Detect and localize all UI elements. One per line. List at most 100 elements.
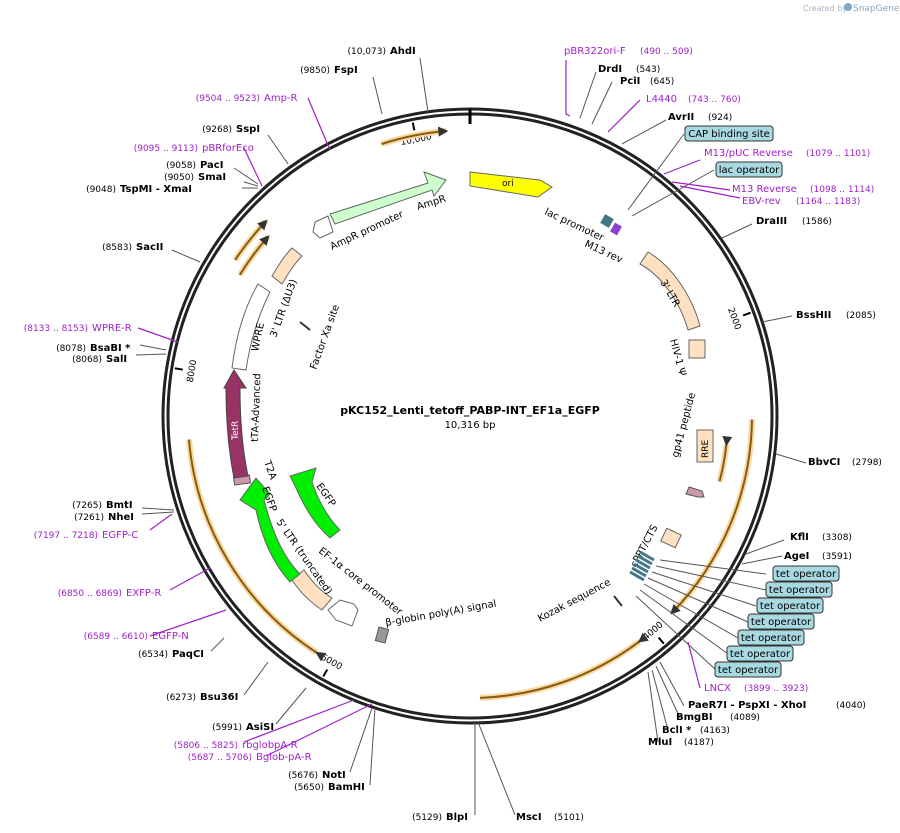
cppt-label: cPPT/CTS: [629, 523, 661, 569]
enzyme-name[interactable]: MscI: [516, 812, 542, 823]
enzyme-name[interactable]: PacI: [200, 160, 223, 171]
enzyme-name[interactable]: AhdI: [390, 46, 416, 57]
enzyme-pos: (4187): [684, 738, 714, 748]
enzyme-pos: (4089): [730, 713, 760, 723]
enzyme-name[interactable]: TspMI - XmaI: [120, 184, 192, 195]
beta-globin-polya-label: β-globin poly(A) signal: [385, 599, 498, 629]
enzyme-name[interactable]: AgeI: [784, 551, 809, 562]
enzyme-name[interactable]: BssHII: [796, 310, 831, 321]
t2a-label: T2A: [261, 458, 278, 481]
enzyme-name[interactable]: FspI: [334, 65, 358, 76]
ef1a-promoter-feature[interactable]: [327, 599, 359, 627]
orf-halo: [479, 639, 642, 701]
primer-name[interactable]: EXFP-R: [126, 588, 161, 599]
enzyme-name[interactable]: AvrII: [668, 112, 694, 123]
tta-label: tTA-Advanced: [250, 373, 263, 442]
enzyme-name[interactable]: NotI: [322, 770, 346, 781]
enzyme-name[interactable]: SspI: [236, 124, 260, 135]
enzyme-pos: (9850): [300, 66, 330, 76]
primer-name[interactable]: M13 Reverse: [732, 184, 797, 195]
ori-label: ori: [502, 179, 514, 189]
primer-range: (5687 .. 5706): [188, 753, 252, 763]
lac-operator-mark: [600, 214, 614, 228]
enzyme-name[interactable]: SmaI: [198, 172, 226, 183]
primer-name[interactable]: L4440: [646, 94, 677, 105]
enzyme-name[interactable]: BmgBI: [676, 712, 713, 723]
primer-name[interactable]: LNCX: [704, 683, 731, 694]
enzyme-name[interactable]: SalI: [106, 354, 127, 365]
tick-mark: [657, 636, 665, 645]
wpre-feature[interactable]: [231, 283, 271, 371]
plasmid-name: pKC152_Lenti_tetoff_PABP-INT_EF1a_EGFP: [340, 404, 600, 417]
orf-arc[interactable]: [234, 219, 268, 261]
primer-name[interactable]: EGFP-N: [152, 631, 189, 642]
3-ltr-feature[interactable]: [639, 251, 701, 331]
tet-operator-label[interactable]: tet operator: [769, 585, 830, 596]
egfp-feature-inner[interactable]: [289, 467, 341, 539]
beta-globin-polya-feature[interactable]: [374, 626, 390, 644]
primer-name[interactable]: WPRE-R: [92, 323, 132, 334]
rre-feature[interactable]: [696, 429, 714, 463]
enzyme-name[interactable]: AsiSI: [246, 722, 274, 733]
enzyme-name[interactable]: NheI: [108, 512, 134, 523]
m13-rev-mark: [610, 222, 622, 236]
tet-operator-label[interactable]: tet operator: [718, 665, 779, 676]
tet-operator-label[interactable]: tet operator: [730, 649, 791, 660]
enzyme-name[interactable]: PaeR7I - PspXI - XhoI: [688, 700, 806, 711]
tet-operator-label[interactable]: tet operator: [776, 569, 837, 580]
primer-name[interactable]: EBV-rev: [742, 196, 781, 207]
lac-operator-label[interactable]: lac operator: [719, 165, 780, 176]
enzyme-name[interactable]: DrdI: [598, 64, 622, 75]
enzyme-name[interactable]: DraIII: [756, 216, 787, 227]
enzyme-name[interactable]: SacII: [136, 242, 163, 253]
tet-operator-cluster: [629, 550, 655, 582]
cap-binding-site-label[interactable]: CAP binding site: [688, 129, 770, 140]
orf-arc[interactable]: [238, 235, 270, 276]
factor-xa-feature[interactable]: [299, 321, 311, 331]
primer-name[interactable]: pBR322ori-F: [564, 46, 626, 57]
primer-name[interactable]: M13/pUC Reverse: [704, 148, 793, 159]
orf-arc[interactable]: [479, 632, 649, 699]
enzyme-name[interactable]: BlpI: [446, 812, 468, 823]
tetr-feature[interactable]: [223, 369, 249, 479]
enzyme-pos: (10,073): [347, 47, 386, 57]
enzyme-name[interactable]: BsaBI *: [90, 343, 131, 354]
enzyme-name[interactable]: BamHI: [328, 782, 365, 793]
tet-operator-label[interactable]: tet operator: [760, 601, 821, 612]
enzyme-name[interactable]: BclI *: [662, 725, 692, 736]
primer-name[interactable]: Bglob-pA-R: [256, 752, 312, 763]
primer-range: (1164 .. 1183): [796, 197, 860, 207]
cppt-feature[interactable]: [660, 527, 682, 549]
primer-name[interactable]: EGFP-C: [102, 530, 138, 541]
5-ltr-feature[interactable]: [291, 569, 333, 611]
credit-brand: SnapGene: [853, 4, 900, 14]
hiv-psi-feature[interactable]: [688, 339, 706, 359]
ori-feature[interactable]: [469, 171, 553, 198]
orf-arc[interactable]: [381, 126, 449, 145]
enzyme-name[interactable]: PaqCI: [172, 649, 204, 660]
ampr-promoter-feature[interactable]: [312, 215, 334, 239]
3-ltr-du3-feature[interactable]: [271, 247, 303, 285]
primer-name[interactable]: rbglobpA-R: [242, 740, 298, 751]
enzyme-name[interactable]: BbvCI: [808, 457, 840, 468]
primer-name[interactable]: Amp-R: [264, 93, 298, 104]
orf-arc[interactable]: [187, 439, 327, 662]
enzyme-name[interactable]: PciI: [620, 76, 640, 87]
kozak-feature[interactable]: [613, 595, 623, 607]
egfp-feature-outer[interactable]: [239, 477, 301, 583]
snapgene-logo-icon: [844, 3, 852, 11]
ampr-feature[interactable]: [329, 171, 447, 225]
tet-operator-label[interactable]: tet operator: [741, 633, 802, 644]
tet-operator-label[interactable]: tet operator: [751, 617, 812, 628]
enzyme-name[interactable]: Bsu36I: [200, 692, 238, 703]
tet-leader-layer: [627, 133, 767, 671]
orf-arc[interactable]: [670, 419, 753, 615]
enzyme-pos: (4163): [700, 726, 730, 736]
gp41-feature[interactable]: [685, 486, 705, 498]
enzyme-name[interactable]: MluI: [648, 737, 672, 748]
primer-name[interactable]: pBRforEco: [202, 143, 254, 154]
enzyme-name[interactable]: BmtI: [106, 500, 133, 511]
orf-arc[interactable]: [718, 435, 733, 482]
enzyme-name[interactable]: KflI: [790, 532, 809, 543]
